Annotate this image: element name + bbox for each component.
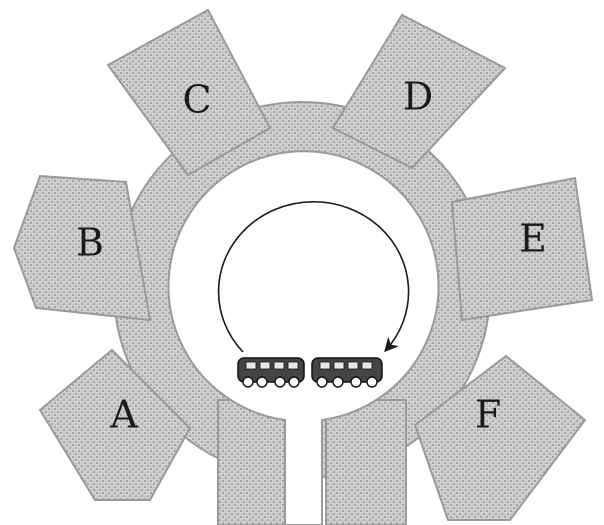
gear-ring — [14, 10, 592, 525]
train-car-right — [312, 358, 382, 387]
bay-label-f: F — [475, 393, 501, 437]
bay-label-b: B — [76, 221, 104, 265]
bay-label-a: A — [109, 393, 138, 437]
train-car-left — [238, 358, 304, 387]
bay-label-d: D — [403, 75, 433, 119]
bay-label-e: E — [519, 217, 547, 261]
entrance-leg-right — [326, 400, 406, 525]
bay-label-c: C — [182, 78, 211, 122]
